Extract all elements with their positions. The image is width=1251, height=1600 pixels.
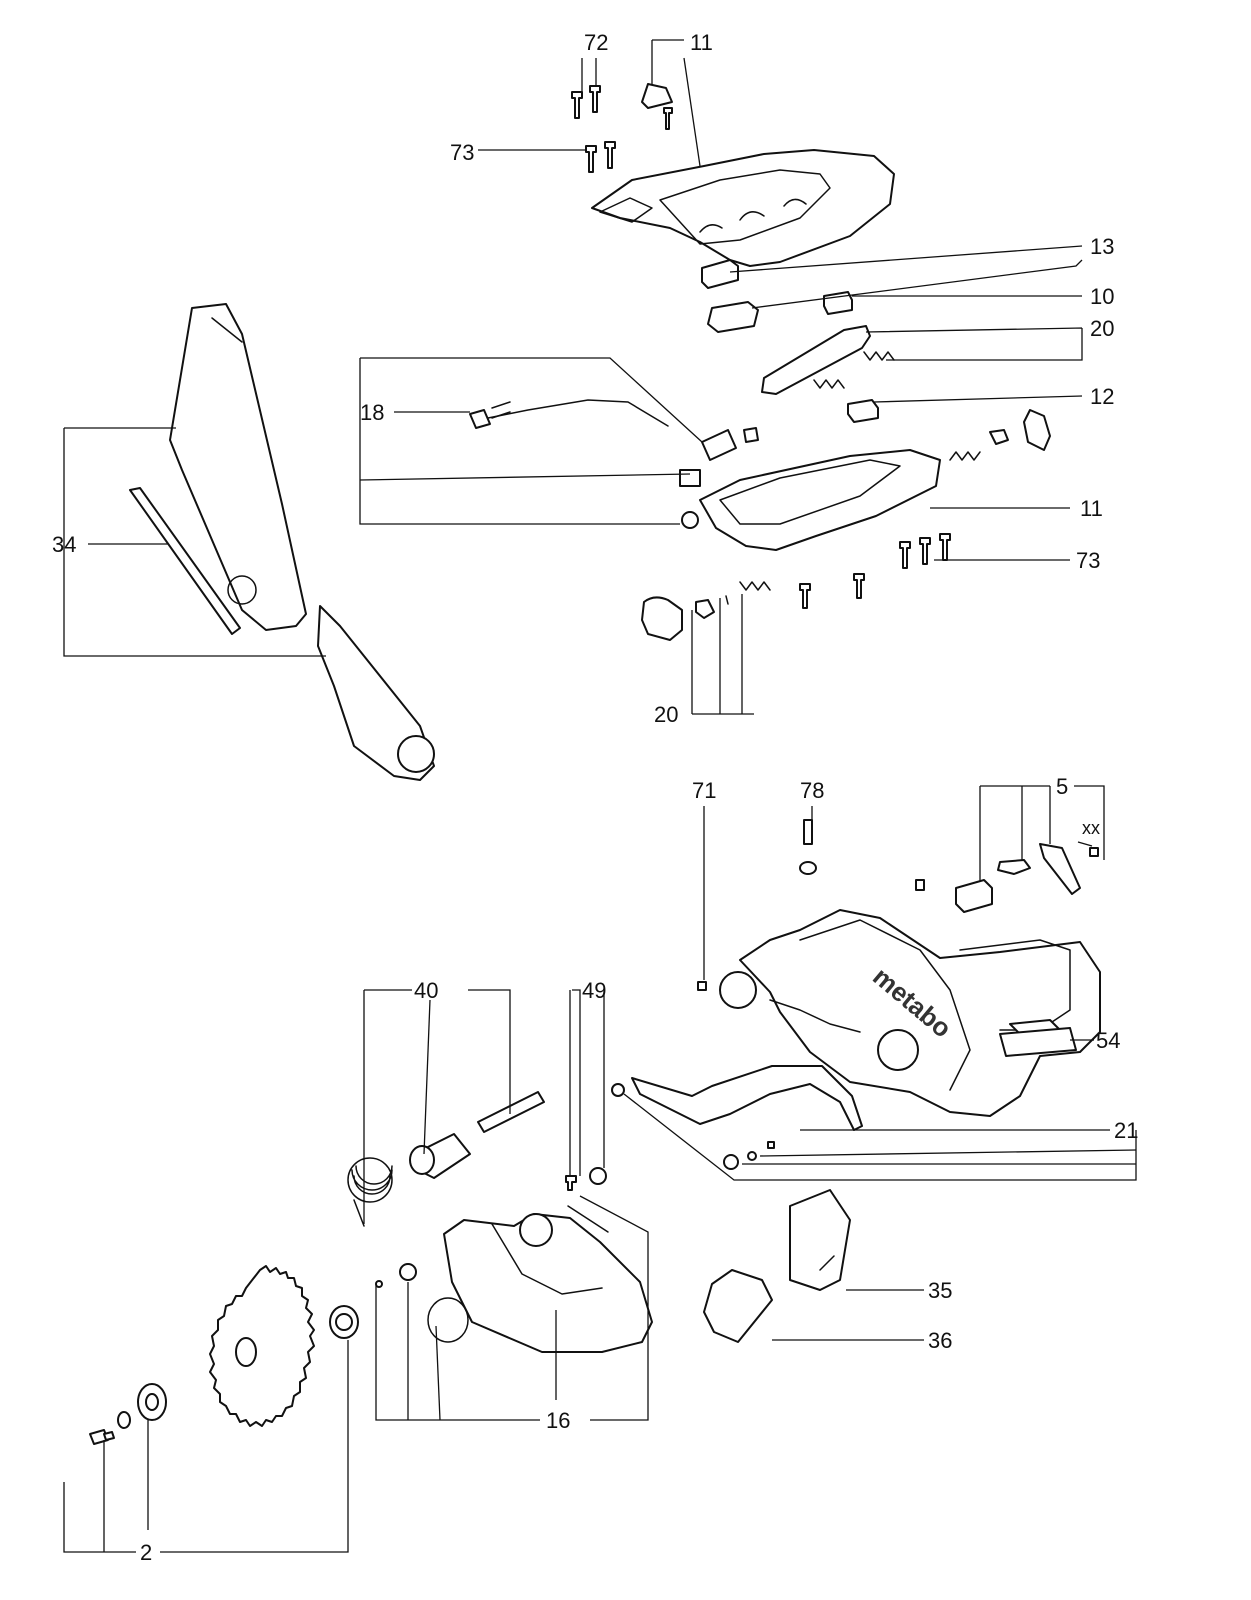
callout-36: 36 — [928, 1328, 952, 1353]
callout-2: 2 — [140, 1540, 152, 1565]
callout-20-right: 20 — [1090, 316, 1114, 341]
callout-18: 18 — [360, 400, 384, 425]
screw-73-mid-group — [799, 533, 951, 609]
callout-16: 16 — [546, 1408, 570, 1433]
callout-5: 5 — [1056, 774, 1068, 799]
washer-49 — [565, 1167, 607, 1191]
dust-tube-34 — [129, 303, 435, 781]
callout-78: 78 — [800, 778, 824, 803]
blade-guard-16 — [375, 1205, 653, 1353]
callout-72: 72 — [584, 30, 608, 55]
callout-73-mid: 73 — [1076, 548, 1100, 573]
callout-20-bottom: 20 — [654, 702, 678, 727]
callout-12: 12 — [1090, 384, 1114, 409]
blade-screw-2 — [89, 1383, 167, 1445]
leader-lines — [63, 39, 1137, 1553]
lever-21 — [611, 1065, 863, 1170]
handle-cap-11 — [641, 83, 673, 130]
callout-10: 10 — [1090, 284, 1114, 309]
part-12 — [847, 399, 879, 423]
switch-13 — [701, 259, 759, 333]
handle-shell-bottom — [699, 449, 941, 551]
callout-49: 49 — [582, 978, 606, 1003]
handle-shell-top — [591, 149, 895, 267]
callout-34: 34 — [52, 532, 76, 557]
pin-78 — [799, 819, 925, 891]
guard-35 — [789, 1189, 851, 1291]
callouts: 72 11 73 13 10 20 12 18 11 73 34 20 71 7… — [52, 30, 1138, 1565]
callout-71: 71 — [692, 778, 716, 803]
flange — [329, 1305, 359, 1339]
lock-button-20 — [641, 581, 771, 641]
screw-72-group — [571, 85, 601, 119]
callout-11-mid: 11 — [1080, 496, 1103, 521]
callout-13: 13 — [1090, 234, 1114, 259]
screw-73-top-group — [585, 141, 616, 173]
saw-blade — [209, 1265, 315, 1427]
lock-button-right — [949, 409, 1051, 461]
callout-73-top: 73 — [450, 140, 474, 165]
callout-40: 40 — [414, 978, 438, 1003]
callout-21: 21 — [1114, 1118, 1138, 1143]
spring-shaft-40 — [347, 1091, 545, 1227]
guard-36 — [703, 1269, 773, 1343]
brush-holder-5 — [955, 843, 1099, 913]
callout-54: 54 — [1096, 1028, 1120, 1053]
callout-35: 35 — [928, 1278, 952, 1303]
label-plate-54 — [999, 1027, 1077, 1057]
power-cord-18 — [469, 399, 759, 529]
callout-11-top: 11 — [690, 30, 713, 55]
callout-xx: xx — [1082, 818, 1100, 838]
slider-20 — [761, 325, 895, 395]
screw-71 — [697, 981, 707, 991]
